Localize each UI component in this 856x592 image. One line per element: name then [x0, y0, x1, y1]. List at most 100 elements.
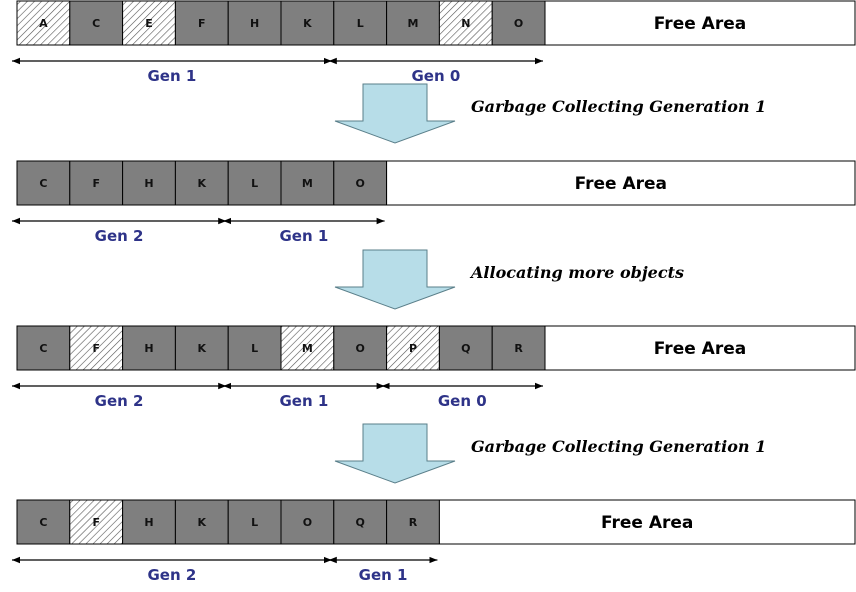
object-cell-label: A	[39, 17, 48, 30]
object-cell-box	[491, 0, 546, 46]
live-object-cell: H	[122, 160, 176, 206]
object-cell-box	[227, 499, 282, 545]
transition-step-label: Allocating more objects	[469, 263, 684, 282]
object-cell-label: Q	[461, 342, 470, 355]
object-cell-label: R	[409, 516, 418, 529]
object-cell-box	[16, 160, 71, 206]
object-cell-label: C	[39, 342, 47, 355]
object-cell-label: M	[302, 177, 313, 190]
object-cell-label: R	[514, 342, 523, 355]
live-object-cell: R	[386, 499, 440, 545]
object-cell-label: N	[461, 17, 470, 30]
generation-label: Gen 1	[279, 227, 328, 245]
down-arrow-icon	[334, 423, 456, 484]
object-cell-label: L	[251, 516, 258, 529]
object-cell-box	[280, 0, 335, 46]
object-cell-box	[16, 0, 71, 46]
object-cell-box	[491, 325, 546, 371]
object-cell-label: M	[302, 342, 313, 355]
live-object-cell: C	[16, 325, 71, 371]
transition-step-label: Garbage Collecting Generation 1	[471, 437, 766, 456]
garbage-object-cell: N	[438, 0, 493, 46]
object-cell-box	[280, 499, 335, 545]
free-area-label: Free Area	[654, 339, 746, 359]
generation-label: Gen 2	[95, 392, 144, 410]
live-object-cell: K	[174, 160, 229, 206]
live-object-cell: K	[174, 499, 229, 545]
generation-span: Gen 1	[223, 217, 385, 245]
generation-label: Gen 2	[95, 227, 144, 245]
object-cell-box	[122, 499, 176, 545]
free-area-box	[544, 0, 856, 46]
object-cell-label: C	[92, 17, 100, 30]
live-object-cell: L	[227, 325, 282, 371]
object-cell-box	[16, 325, 71, 371]
live-object-cell: O	[280, 499, 335, 545]
object-cell-box	[122, 325, 176, 371]
garbage-object-cell: P	[386, 325, 440, 371]
generation-span: Gen 0	[328, 57, 543, 85]
generation-span: Gen 1	[223, 382, 385, 410]
live-object-cell: Q	[438, 325, 493, 371]
object-cell-label: C	[39, 516, 47, 529]
object-cell-label: P	[409, 342, 417, 355]
object-cell-label: E	[145, 17, 153, 30]
generation-span: Gen 1	[328, 556, 438, 584]
live-object-cell: O	[333, 325, 388, 371]
free-area: Free Area	[544, 325, 856, 371]
garbage-object-cell: F	[69, 325, 124, 371]
object-cell-label: Q	[356, 516, 365, 529]
object-cell-label: O	[303, 516, 312, 529]
live-object-cell: L	[227, 499, 282, 545]
generation-label: Gen 0	[411, 67, 460, 85]
object-cell-label: L	[251, 177, 258, 190]
object-cell-box	[227, 325, 282, 371]
generation-span: Gen 0	[381, 382, 543, 410]
object-cell-label: F	[92, 177, 100, 190]
down-arrow-icon	[334, 83, 456, 144]
object-cell-label: H	[250, 17, 259, 30]
live-object-cell: C	[69, 0, 124, 46]
live-object-cell: H	[122, 325, 176, 371]
live-object-cell: L	[227, 160, 282, 206]
free-area-label: Free Area	[575, 174, 667, 194]
generation-label: Gen 1	[279, 392, 328, 410]
object-cell-box	[69, 0, 124, 46]
free-area: Free Area	[544, 0, 856, 46]
object-cell-box	[333, 0, 388, 46]
live-object-cell: M	[386, 0, 440, 46]
live-object-cell: H	[122, 499, 176, 545]
generation-label: Gen 1	[359, 566, 408, 584]
object-cell-label: K	[198, 342, 207, 355]
free-area: Free Area	[386, 160, 856, 206]
generation-span: Gen 2	[12, 217, 227, 245]
object-cell-label: O	[356, 177, 365, 190]
object-cell-box	[438, 0, 493, 46]
object-cell-label: H	[144, 342, 153, 355]
live-object-cell: C	[16, 499, 71, 545]
garbage-object-cell: E	[122, 0, 176, 46]
live-object-cell: O	[333, 160, 388, 206]
object-cell-box	[438, 325, 493, 371]
object-cell-label: O	[356, 342, 365, 355]
object-cell-label: K	[198, 516, 207, 529]
object-cell-label: H	[144, 177, 153, 190]
object-cell-label: K	[198, 177, 207, 190]
object-cell-label: M	[408, 17, 419, 30]
live-object-cell: C	[16, 160, 71, 206]
live-object-cell: L	[333, 0, 388, 46]
garbage-object-cell: F	[69, 499, 124, 545]
object-cell-label: H	[144, 516, 153, 529]
free-area-label: Free Area	[601, 513, 693, 533]
object-cell-box	[386, 0, 440, 46]
object-cell-box	[122, 160, 176, 206]
garbage-object-cell: A	[16, 0, 71, 46]
object-cell-box	[227, 0, 282, 46]
live-object-cell: M	[280, 160, 335, 206]
object-cell-box	[122, 0, 176, 46]
